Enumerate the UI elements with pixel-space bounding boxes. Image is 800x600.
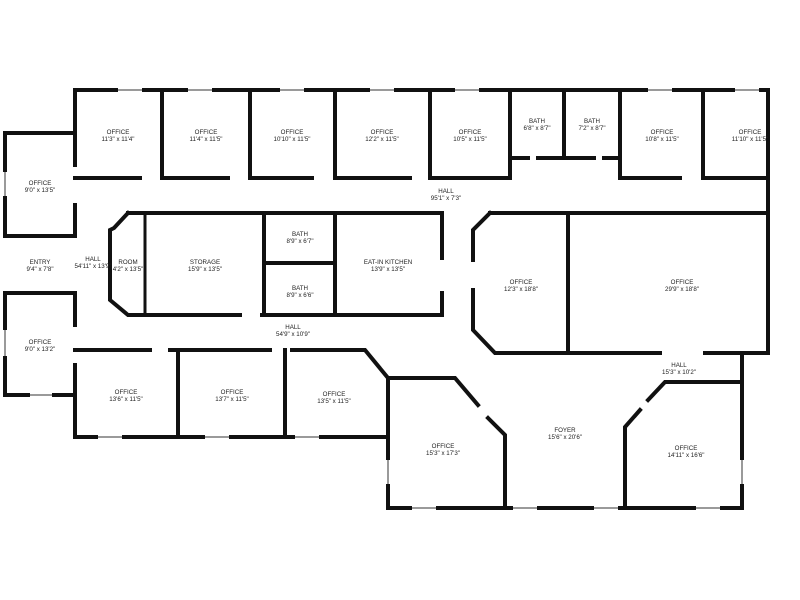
exterior-walls	[3, 88, 770, 510]
interior-walls	[73, 88, 770, 510]
windows	[2, 87, 759, 511]
